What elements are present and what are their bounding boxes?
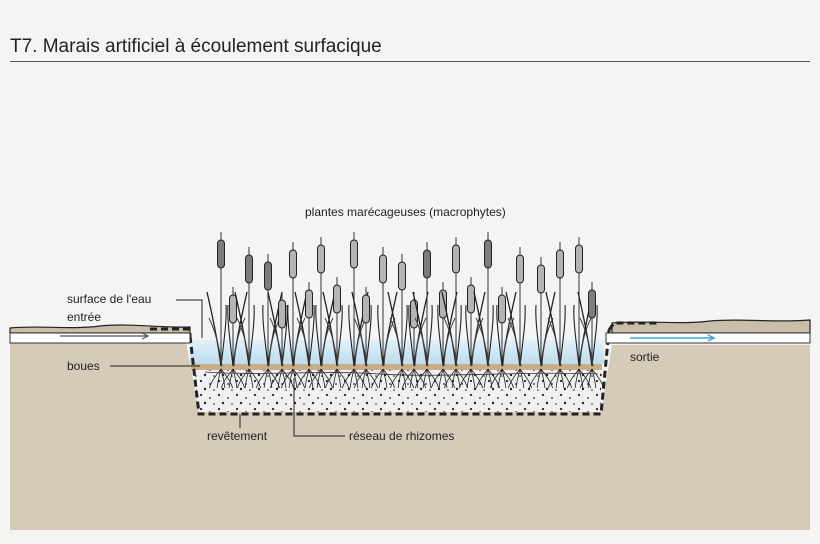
diagram-title: T7. Marais artificiel à écoulement surfa… bbox=[10, 36, 382, 57]
rhizome-network bbox=[204, 371, 599, 376]
cattail-plant bbox=[412, 242, 440, 389]
label-inlet: entrée bbox=[67, 310, 101, 324]
ground bbox=[10, 342, 810, 530]
cattail-plant bbox=[577, 282, 605, 389]
cattail-plant bbox=[234, 247, 262, 389]
cattail-plant bbox=[294, 282, 322, 389]
title-divider bbox=[10, 61, 810, 62]
cattail-plant bbox=[458, 277, 486, 389]
cattail-plant bbox=[430, 282, 458, 389]
cattail-plant bbox=[351, 287, 379, 389]
liner-right-top bbox=[607, 321, 660, 331]
leader-rhizomes bbox=[293, 378, 345, 437]
wetland-plants bbox=[204, 232, 605, 389]
leader-water-surface bbox=[176, 299, 203, 338]
cattail-plant bbox=[206, 232, 234, 389]
sludge-layer bbox=[191, 364, 602, 370]
inlet-pipe bbox=[9, 332, 191, 344]
cattail-plant bbox=[370, 247, 398, 389]
cattail-plant bbox=[505, 247, 533, 389]
cattail-plant bbox=[441, 237, 469, 389]
cattail-plant bbox=[473, 232, 501, 389]
left-bank-surface bbox=[9, 324, 191, 334]
label-rhizomes: réseau de rhizomes bbox=[349, 429, 454, 443]
water-layer bbox=[190, 340, 604, 364]
cattail-plant bbox=[220, 287, 248, 389]
cattail-plant bbox=[267, 291, 295, 389]
label-sludge: boues bbox=[67, 359, 100, 373]
label-liner: revêtement bbox=[207, 429, 268, 443]
liner bbox=[188, 329, 611, 416]
label-water-surface: surface de l'eau bbox=[67, 292, 151, 306]
cattail-plant bbox=[322, 277, 350, 389]
label-plants: plantes marécageuses (macrophytes) bbox=[305, 205, 506, 219]
label-outlet: sortie bbox=[630, 350, 660, 364]
cattail-plant bbox=[528, 257, 556, 389]
cattail-plant bbox=[387, 254, 415, 389]
cattail-plant bbox=[545, 242, 573, 389]
